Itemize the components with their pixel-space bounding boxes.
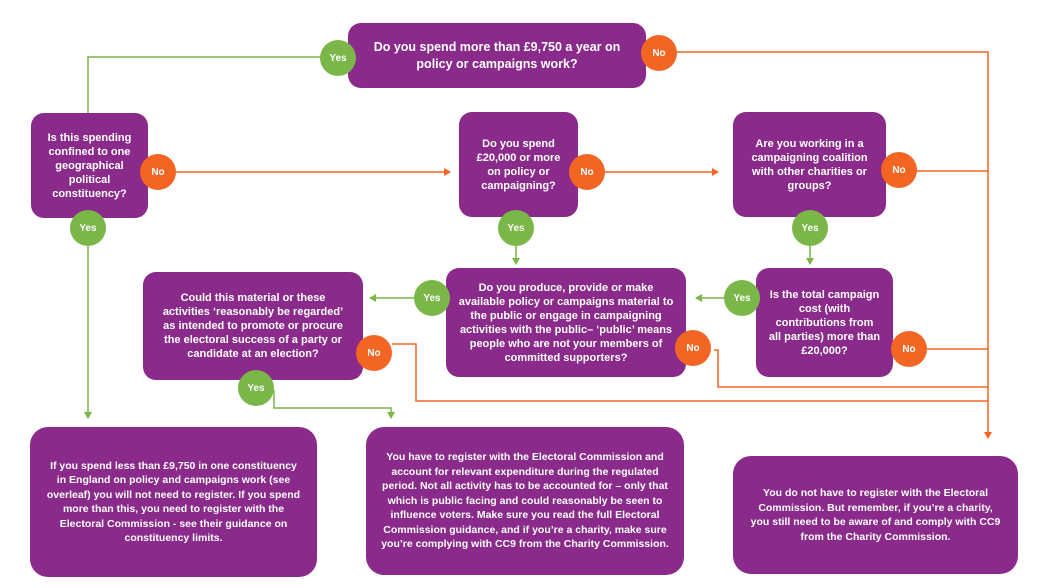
connector-q6-no xyxy=(714,349,988,388)
connector-q1-yes xyxy=(87,56,322,113)
question-public-material: Do you produce, provide or make availabl… xyxy=(446,268,686,377)
outcome-no-registration: You do not have to register with the Ele… xyxy=(733,456,1018,574)
yes-badge-q1: Yes xyxy=(320,40,356,76)
question-campaigning-coalition: Are you working in a campaigning coaliti… xyxy=(733,112,886,217)
yes-badge-q3: Yes xyxy=(498,210,534,246)
yes-badge-q2: Yes xyxy=(70,210,106,246)
connector-q7-yes xyxy=(273,390,395,419)
yes-badge-q7: Yes xyxy=(238,370,274,406)
connector-q1-no xyxy=(674,51,992,439)
no-badge-q3: No xyxy=(569,154,605,190)
no-badge-q1: No xyxy=(641,35,677,71)
question-spend-threshold: Do you spend more than £9,750 a year on … xyxy=(348,23,646,88)
outcome-must-register: You have to register with the Electoral … xyxy=(366,427,684,575)
no-badge-q5: No xyxy=(891,331,927,367)
question-single-constituency: Is this spending confined to one geograp… xyxy=(31,113,148,218)
question-reasonably-regarded: Could this material or these activities … xyxy=(143,272,363,380)
no-badge-q6: No xyxy=(675,330,711,366)
question-total-campaign-cost: Is the total campaign cost (with contrib… xyxy=(756,268,893,377)
yes-badge-q6: Yes xyxy=(414,280,450,316)
outcome-constituency-guidance: If you spend less than £9,750 in one con… xyxy=(30,427,317,577)
yes-badge-q5: Yes xyxy=(724,280,760,316)
connector-q7-no xyxy=(392,343,988,402)
no-badge-q2: No xyxy=(140,154,176,190)
no-badge-q4: No xyxy=(881,152,917,188)
question-spend-20000: Do you spend £20,000 or more on policy o… xyxy=(459,112,578,217)
yes-badge-q4: Yes xyxy=(792,210,828,246)
no-badge-q7: No xyxy=(356,335,392,371)
